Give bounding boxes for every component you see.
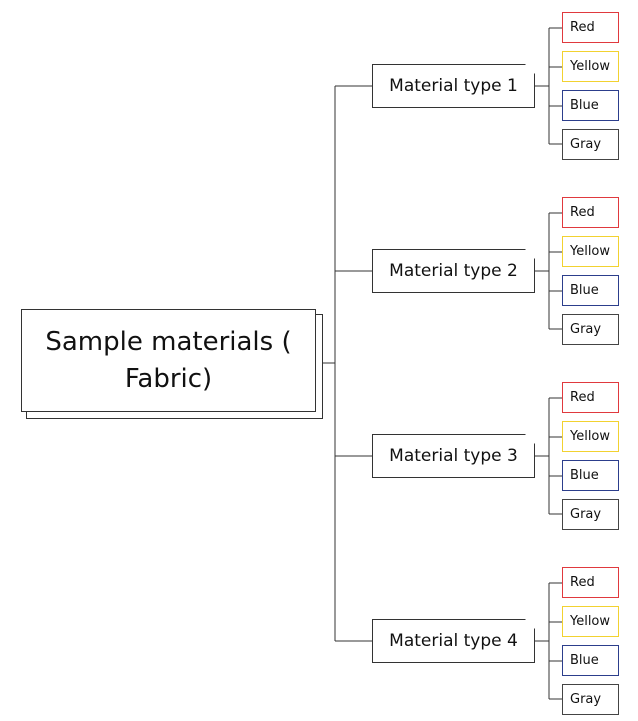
color-label: Blue [570,283,599,298]
root-node-label: Sample materials ( Fabric) [45,326,292,394]
color-node-blue[interactable]: Blue [562,275,619,306]
color-node-red[interactable]: Red [562,567,619,598]
color-node-yellow[interactable]: Yellow [562,236,619,267]
color-node-yellow[interactable]: Yellow [562,51,619,82]
color-label: Red [570,390,595,405]
material-type-node-2[interactable]: Material type 2 [372,249,535,293]
color-label: Gray [570,692,602,707]
color-node-yellow[interactable]: Yellow [562,606,619,637]
color-node-gray[interactable]: Gray [562,129,619,160]
color-label: Gray [570,137,602,152]
color-node-blue[interactable]: Blue [562,90,619,121]
material-type-label: Material type 4 [389,631,518,651]
color-label: Yellow [570,59,611,74]
color-node-red[interactable]: Red [562,12,619,43]
color-node-gray[interactable]: Gray [562,499,619,530]
folded-corner-icon [525,434,535,444]
color-label: Red [570,20,595,35]
color-node-red[interactable]: Red [562,382,619,413]
material-type-node-4[interactable]: Material type 4 [372,619,535,663]
folded-corner-icon [525,64,535,74]
root-node[interactable]: Sample materials ( Fabric) [21,309,316,412]
color-label: Gray [570,507,602,522]
material-type-label: Material type 1 [389,76,518,96]
color-label: Gray [570,322,602,337]
color-node-gray[interactable]: Gray [562,314,619,345]
folded-corner-icon [525,249,535,259]
color-label: Blue [570,98,599,113]
material-type-label: Material type 3 [389,446,518,466]
color-label: Yellow [570,429,611,444]
material-type-label: Material type 2 [389,261,518,281]
color-label: Blue [570,468,599,483]
color-node-yellow[interactable]: Yellow [562,421,619,452]
color-node-gray[interactable]: Gray [562,684,619,715]
color-label: Red [570,575,595,590]
color-label: Blue [570,653,599,668]
color-node-blue[interactable]: Blue [562,460,619,491]
color-label: Yellow [570,244,611,259]
color-label: Red [570,205,595,220]
folded-corner-icon [525,619,535,629]
color-node-blue[interactable]: Blue [562,645,619,676]
color-node-red[interactable]: Red [562,197,619,228]
material-type-node-3[interactable]: Material type 3 [372,434,535,478]
material-type-node-1[interactable]: Material type 1 [372,64,535,108]
color-label: Yellow [570,614,611,629]
